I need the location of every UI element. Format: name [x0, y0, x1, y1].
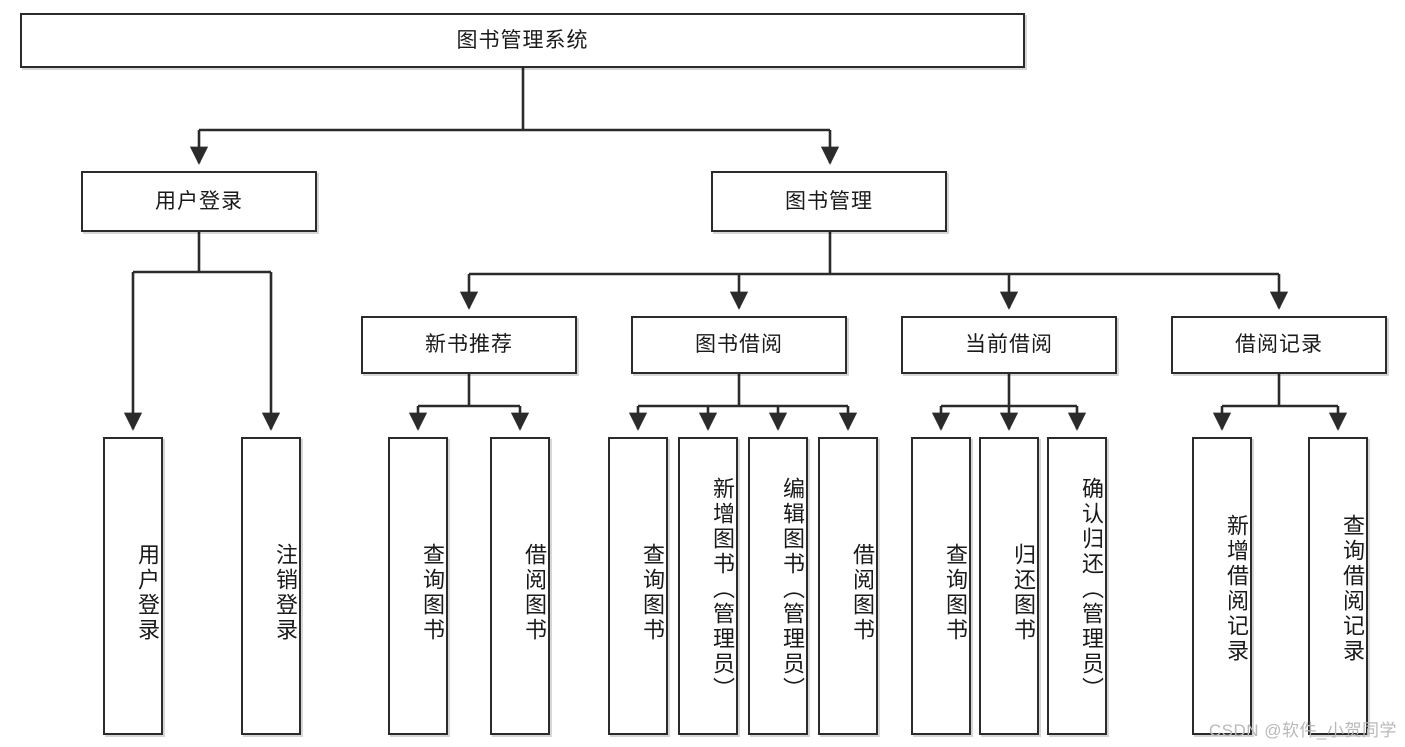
node-leaf-user-login[interactable]: 用户登录: [103, 437, 163, 735]
node-current-borrow[interactable]: 当前借阅: [901, 316, 1117, 374]
node-leaf-query-record[interactable]: 查询借阅记录: [1308, 437, 1368, 735]
node-root[interactable]: 图书管理系统: [20, 13, 1025, 68]
node-leaf-borrow-book-1[interactable]: 借阅图书: [490, 437, 550, 735]
node-leaf-return-book[interactable]: 归还图书: [979, 437, 1039, 735]
node-leaf-edit-book[interactable]: 编辑图书（管理员）: [748, 437, 808, 735]
node-book-borrow[interactable]: 图书借阅: [631, 316, 847, 374]
node-new-book-recommend[interactable]: 新书推荐: [361, 316, 577, 374]
node-leaf-query-book-1[interactable]: 查询图书: [388, 437, 448, 735]
node-book-management[interactable]: 图书管理: [711, 171, 947, 232]
node-leaf-add-record[interactable]: 新增借阅记录: [1192, 437, 1252, 735]
node-leaf-confirm-return[interactable]: 确认归还（管理员）: [1047, 437, 1107, 735]
node-leaf-logout[interactable]: 注销登录: [241, 437, 301, 735]
node-leaf-query-book-3[interactable]: 查询图书: [911, 437, 971, 735]
watermark-text: CSDN @软件_小贺同学: [1208, 721, 1397, 740]
node-user-login[interactable]: 用户登录: [81, 171, 317, 232]
node-leaf-add-book[interactable]: 新增图书（管理员）: [678, 437, 738, 735]
node-borrow-record[interactable]: 借阅记录: [1171, 316, 1387, 374]
node-leaf-query-book-2[interactable]: 查询图书: [608, 437, 668, 735]
node-leaf-borrow-book-2[interactable]: 借阅图书: [818, 437, 878, 735]
